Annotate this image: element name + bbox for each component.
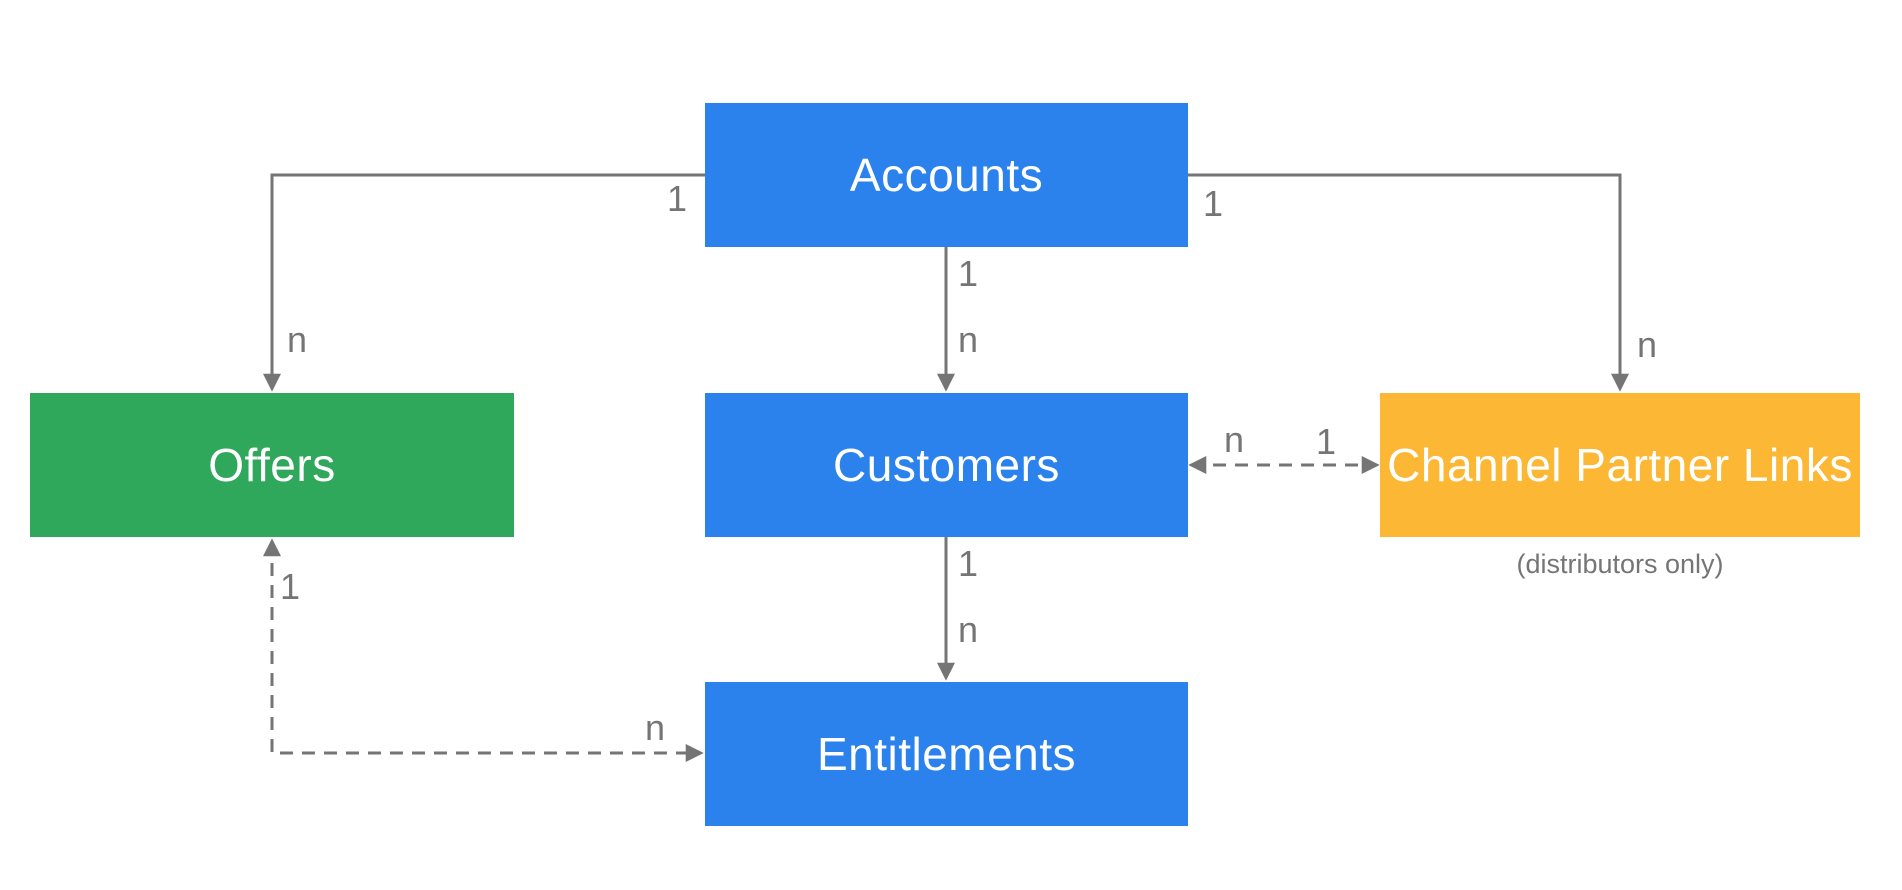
cardinality-accounts-offers-n: n (287, 319, 308, 360)
cardinality-customers-entitlements-1: 1 (958, 543, 979, 584)
channel-partner-links-note: (distributors only) (1516, 549, 1724, 579)
connector-offers-entitlements-dashed (263, 538, 704, 762)
cardinality-cpl-customers-1: 1 (1316, 421, 1337, 462)
entity-channel-partner-links: Channel Partner Links (1380, 393, 1860, 537)
entity-offers: Offers (30, 393, 514, 537)
entity-entitlements-label: Entitlements (816, 728, 1077, 780)
entity-accounts: Accounts (705, 103, 1188, 247)
entity-customers: Customers (705, 393, 1188, 537)
cardinality-offers-entitlements-n: n (645, 707, 666, 748)
connector-accounts-channel-partner-links (1188, 173, 1629, 392)
connector-accounts-offers (263, 173, 705, 392)
entity-channel-partner-links-label: Channel Partner Links (1387, 439, 1853, 491)
cardinality-customers-entitlements-n: n (958, 609, 979, 650)
cardinality-accounts-cpl-1: 1 (1203, 183, 1224, 224)
cardinality-accounts-customers-n: n (958, 319, 979, 360)
cardinality-offers-entitlements-1: 1 (280, 566, 301, 607)
entity-entitlements: Entitlements (705, 682, 1188, 826)
cardinality-cpl-customers-n: n (1224, 419, 1245, 460)
entity-offers-label: Offers (208, 439, 336, 491)
cardinality-accounts-cpl-n: n (1637, 324, 1658, 365)
entity-accounts-label: Accounts (849, 149, 1044, 201)
entity-customers-label: Customers (833, 439, 1060, 491)
cardinality-accounts-offers-1: 1 (666, 178, 687, 219)
cardinality-accounts-customers-1: 1 (958, 253, 979, 294)
